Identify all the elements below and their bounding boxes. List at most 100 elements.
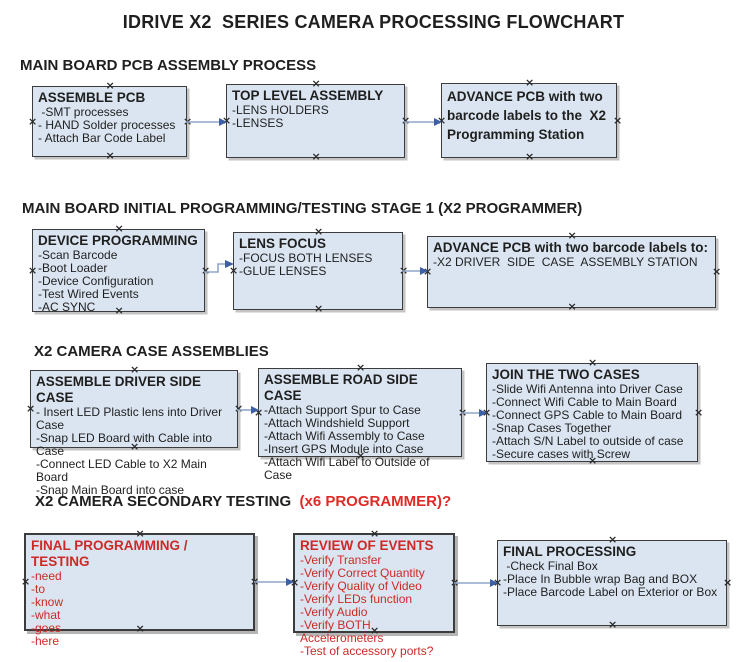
box-item: -Attach Wifi Label to Outside of Case bbox=[264, 455, 433, 482]
box-item: -Verify Transfer bbox=[300, 553, 382, 567]
box-item: -Check Final Box bbox=[503, 559, 598, 573]
connection-handle bbox=[525, 153, 533, 161]
box-assemble-road-side-case: ASSEMBLE ROAD SIDE CASE -Attach Support … bbox=[258, 368, 462, 482]
box-item: -FOCUS BOTH LENSES bbox=[239, 251, 373, 265]
box-item: -Place Barcode Label on Exterior or Box bbox=[503, 585, 718, 599]
box-item: -Attach Support Spur to Case bbox=[264, 403, 421, 417]
box-title: ASSEMBLE DRIVER SIDE CASE bbox=[36, 374, 205, 405]
box-item: -to bbox=[31, 582, 46, 596]
box-item: -SMT processes bbox=[38, 105, 129, 119]
box-items: -LENS HOLDERS-LENSES bbox=[232, 104, 399, 130]
flow-arrow bbox=[461, 409, 487, 417]
box-item: -Insert GPS Module into Case bbox=[264, 442, 424, 456]
box-item: - HAND Solder processes bbox=[38, 118, 176, 132]
section-header-1: MAIN BOARD PCB ASSEMBLY PROCESS bbox=[20, 57, 316, 74]
section-header-text: X2 CAMERA CASE ASSEMBLIES bbox=[34, 343, 269, 360]
box-items: -Verify Transfer-Verify Correct Quantity… bbox=[300, 554, 448, 658]
box-review-of-events: REVIEW OF EVENTS -Verify Transfer-Verify… bbox=[293, 530, 455, 658]
box-title: DEVICE PROGRAMMING bbox=[38, 233, 198, 248]
box-join-the-two-cases: JOIN THE TWO CASES -Slide Wifi Antenna i… bbox=[486, 363, 698, 462]
flow-arrow bbox=[237, 406, 259, 414]
flow-arrow-elbow bbox=[204, 260, 234, 273]
box-item: -goes bbox=[31, 621, 62, 635]
box-title: LENS FOCUS bbox=[239, 236, 327, 251]
box-item: -Test of accessory ports? bbox=[300, 644, 434, 658]
box-item: -Connect LED Cable to X2 Main Board bbox=[36, 457, 211, 484]
box-title: ADVANCE PCB with two barcode labels to t… bbox=[447, 89, 610, 142]
connection-handle bbox=[568, 232, 576, 240]
flow-arrow bbox=[402, 267, 428, 275]
box-item: -Device Configuration bbox=[38, 274, 154, 288]
box-assemble-pcb: ASSEMBLE PCB -SMT processes- HAND Solder… bbox=[32, 86, 187, 157]
box-item: -LENS HOLDERS bbox=[232, 103, 329, 117]
box-item: -GLUE LENSES bbox=[239, 264, 327, 278]
box-item: -Verify BOTH Accelerometers bbox=[300, 618, 384, 645]
box-item: -Connect GPS Cable to Main Board bbox=[492, 408, 683, 422]
box-item: -LENSES bbox=[232, 116, 284, 130]
box-item: -Attach Windshield Support bbox=[264, 416, 410, 430]
connection-handle bbox=[694, 409, 702, 417]
section-header-text: MAIN BOARD INITIAL PROGRAMMING/TESTING S… bbox=[22, 200, 583, 217]
connection-handle bbox=[21, 578, 29, 586]
box-top-level-assembly: TOP LEVEL ASSEMBLY -LENS HOLDERS-LENSES bbox=[226, 84, 405, 158]
page-title: IDRIVE X2 SERIES CAMERA PROCESSING FLOWC… bbox=[122, 12, 625, 32]
box-title: ASSEMBLE PCB bbox=[38, 90, 146, 105]
section-header-text: X2 CAMERA SECONDARY TESTING bbox=[35, 493, 296, 510]
connection-handle bbox=[26, 405, 34, 413]
box-item: -Attach Wifi Assembly to Case bbox=[264, 429, 425, 443]
section-header-2: MAIN BOARD INITIAL PROGRAMMING/TESTING S… bbox=[22, 200, 582, 217]
box-advance-pcb-programming-station: ADVANCE PCB with two barcode labels to t… bbox=[441, 83, 617, 158]
connection-handle bbox=[314, 228, 322, 236]
box-items: -SMT processes- HAND Solder processes- A… bbox=[38, 106, 181, 145]
connection-handle bbox=[115, 225, 123, 233]
box-item: -AC SYNC bbox=[38, 300, 96, 314]
connection-handle bbox=[370, 530, 378, 538]
box-item: -Attach S/N Label to outside of case bbox=[492, 434, 684, 448]
box-title: FINAL PROGRAMMING / TESTING bbox=[31, 538, 192, 569]
flow-arrow bbox=[454, 579, 498, 587]
box-item: -Verify Quality of Video bbox=[300, 579, 422, 593]
connection-handle bbox=[106, 82, 114, 90]
box-item: -Test Wired Events bbox=[38, 287, 139, 301]
connection-handle bbox=[613, 117, 621, 125]
flow-arrow bbox=[254, 578, 294, 586]
connection-handle bbox=[588, 359, 596, 367]
box-item: -Verify Correct Quantity bbox=[300, 566, 425, 580]
box-title: TOP LEVEL ASSEMBLY bbox=[232, 88, 384, 103]
box-title: REVIEW OF EVENTS bbox=[300, 538, 434, 553]
box-title: ADVANCE PCB with two barcode labels to: bbox=[433, 240, 709, 255]
connection-handle bbox=[356, 364, 364, 372]
connection-handle bbox=[723, 579, 731, 587]
box-items: - Insert LED Plastic lens into Driver Ca… bbox=[36, 406, 232, 497]
box-title: JOIN THE TWO CASES bbox=[492, 367, 640, 382]
box-item: -here bbox=[31, 634, 60, 648]
connection-handle bbox=[608, 536, 616, 544]
box-item: -Verify LEDs function bbox=[300, 592, 413, 606]
section-header-4: X2 CAMERA SECONDARY TESTING (x6 PROGRAMM… bbox=[35, 493, 451, 510]
connection-handle bbox=[712, 268, 720, 276]
box-item: - Attach Bar Code Label bbox=[38, 131, 166, 145]
box-items: -Slide Wifi Antenna into Driver Case -Con… bbox=[492, 383, 692, 461]
box-item: -Boot Loader bbox=[38, 261, 108, 275]
connection-handle bbox=[136, 530, 144, 538]
box-lens-focus: LENS FOCUS -FOCUS BOTH LENSES-GLUE LENSE… bbox=[233, 232, 403, 310]
box-advance-pcb-case-assembly: ADVANCE PCB with two barcode labels to: … bbox=[427, 236, 716, 308]
box-item: -what bbox=[31, 608, 61, 622]
box-item: -Scan Barcode bbox=[38, 248, 118, 262]
section-header-red-suffix: (x6 PROGRAMMER)? bbox=[295, 493, 452, 510]
box-items: -Attach Support Spur to Case-Attach Wind… bbox=[264, 404, 456, 482]
box-item: -Slide Wifi Antenna into Driver Case bbox=[492, 382, 683, 396]
box-item: -Snap Cases Together bbox=[492, 421, 612, 435]
box-item: -Secure cases with Screw bbox=[492, 447, 631, 461]
connection-handle bbox=[608, 621, 616, 629]
box-title: FINAL PROCESSING bbox=[503, 544, 637, 559]
box-item: - Insert LED Plastic lens into Driver Ca… bbox=[36, 405, 226, 432]
box-items: -X2 DRIVER SIDE CASE ASSEMBLY STATION bbox=[433, 256, 710, 269]
connection-handle bbox=[314, 305, 322, 313]
box-item: -need bbox=[31, 569, 62, 583]
box-items: -Scan Barcode-Boot Loader-Device Configu… bbox=[38, 249, 199, 314]
box-item: -know bbox=[31, 595, 64, 609]
box-device-programming: DEVICE PROGRAMMING -Scan Barcode-Boot Lo… bbox=[32, 229, 205, 314]
flow-arrow bbox=[404, 118, 442, 126]
